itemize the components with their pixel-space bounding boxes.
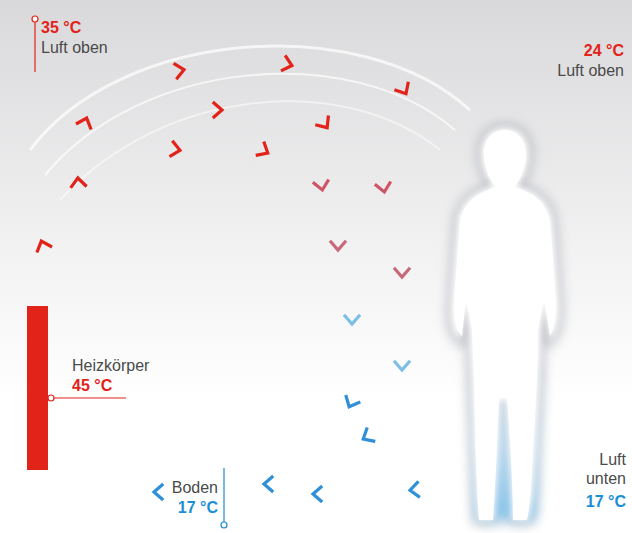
radiator-label: Heizkörper [72,356,149,375]
flow-chevron [77,116,93,128]
flow-chevron [396,83,412,97]
temperature-label: 35 °C [41,18,81,37]
flow-chevron [360,429,374,445]
air-label: Luft oben [41,38,108,57]
temperature-label: 24 °C [584,41,624,60]
flow-chevron [395,362,409,370]
flow-chevrons [35,57,419,501]
temperature-label: 17 °C [178,498,218,517]
flow-chevron [35,239,51,251]
flow-chevron [154,485,162,499]
flow-chevron [345,316,359,324]
flow-chevron [175,63,185,78]
leader-lines [32,16,227,528]
flow-chevron [282,57,293,73]
temperature-label: 45 °C [72,376,112,395]
temperature-label: 17 °C [586,492,626,511]
air-label: Luft unten [582,450,626,488]
flow-chevron [71,177,86,186]
air-label: Luft oben [557,61,624,80]
flow-chevron [171,142,181,157]
flow-chevron [313,487,321,501]
person-silhouette [451,128,558,520]
flow-chevron [257,143,271,159]
flow-chevron [376,183,391,193]
radiator [27,306,48,470]
flow-arcs [30,46,470,200]
flow-chevron [314,181,329,191]
flow-chevron [409,483,418,498]
floor-label: Boden [172,478,218,497]
flow-chevron [343,397,359,410]
flow-chevron [331,242,345,250]
flow-chevron [264,477,272,491]
flow-chevron [214,103,222,117]
flow-chevron [317,117,333,132]
flow-chevron [395,269,409,277]
